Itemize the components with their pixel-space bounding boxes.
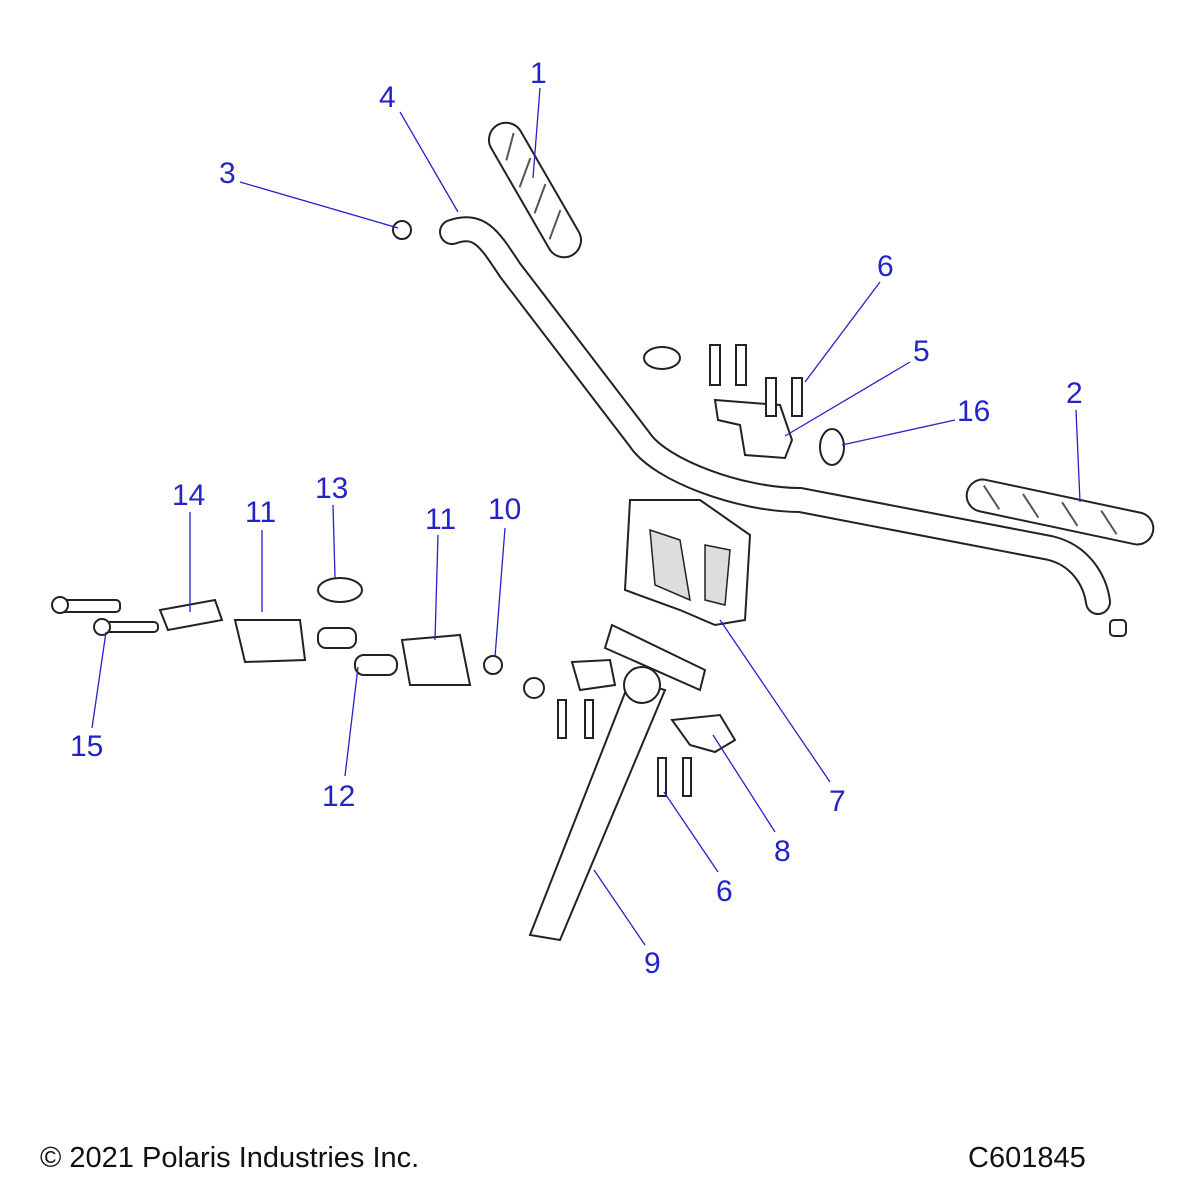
callout-6: 6 bbox=[716, 875, 733, 908]
callout-1: 1 bbox=[530, 57, 547, 90]
callout-16: 16 bbox=[957, 395, 990, 428]
callout-12: 12 bbox=[322, 780, 355, 813]
copyright-notice: © 2021 Polaris Industries Inc. bbox=[40, 1142, 420, 1174]
callout-15: 15 bbox=[70, 730, 103, 763]
handlebar bbox=[439, 216, 1111, 615]
bolts-lower bbox=[557, 699, 692, 797]
callout-11: 11 bbox=[425, 503, 456, 536]
steering-post bbox=[528, 623, 707, 942]
clamp-ring-16 bbox=[819, 428, 845, 466]
clamp-top bbox=[713, 398, 794, 460]
bar-end-plug bbox=[392, 220, 412, 240]
left-assembly bbox=[51, 577, 545, 699]
callout-11: 11 bbox=[245, 496, 276, 529]
diagram-id: C601845 bbox=[968, 1142, 1086, 1174]
callout-4: 4 bbox=[379, 81, 396, 114]
callout-5: 5 bbox=[913, 335, 930, 368]
callout-10: 10 bbox=[488, 493, 521, 526]
clamp-ring bbox=[643, 346, 681, 370]
callouts: 1 2 3 4 5 6 16 14 11 13 11 10 15 12 7 8 … bbox=[70, 57, 1083, 980]
callout-7: 7 bbox=[829, 785, 846, 818]
callout-2: 2 bbox=[1066, 377, 1083, 410]
callout-3: 3 bbox=[219, 157, 236, 190]
lower-clamp bbox=[670, 713, 737, 754]
riser-block bbox=[623, 499, 752, 627]
callout-9: 9 bbox=[644, 947, 661, 980]
bar-end-plug bbox=[1109, 619, 1127, 637]
callout-6: 6 bbox=[877, 250, 894, 283]
bolts-top bbox=[709, 344, 803, 417]
right-grip bbox=[965, 478, 1155, 546]
callout-8: 8 bbox=[774, 835, 791, 868]
callout-14: 14 bbox=[172, 479, 205, 512]
lower-clamp bbox=[570, 658, 617, 692]
leader-lines bbox=[91, 87, 1081, 946]
callout-13: 13 bbox=[315, 472, 348, 505]
left-grip bbox=[488, 121, 582, 259]
